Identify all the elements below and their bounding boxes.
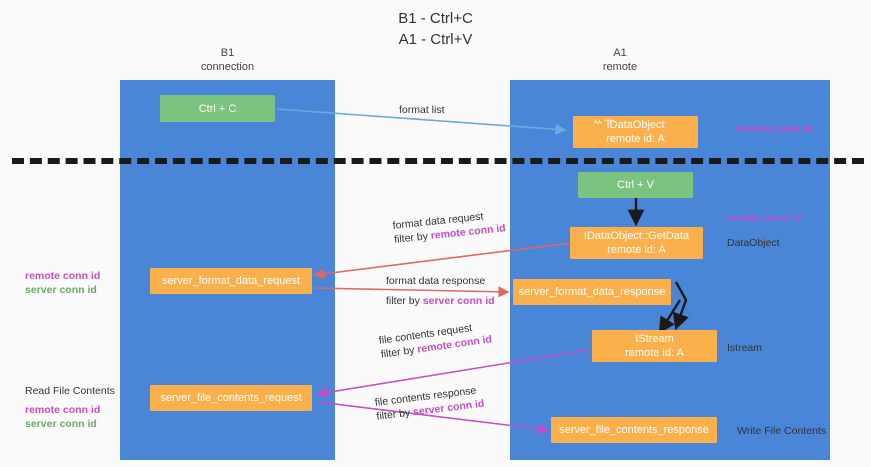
filter-prefix: filter by — [393, 230, 432, 246]
node-istream-sub: remote id: A — [625, 347, 684, 359]
edge-label-format-data-request: format data request filter by remote con… — [392, 207, 506, 247]
node-server-format-data-response[interactable]: server_format_data_response — [513, 279, 671, 305]
edge-label-file-contents-response: file contents response filter by server … — [374, 383, 485, 424]
node-server-file-contents-request[interactable]: server_file_contents_request — [150, 385, 312, 411]
lane-header-a1-sub: remote — [602, 61, 638, 73]
lane-header-b1-name: B1 — [220, 47, 235, 59]
node-ctrl-v[interactable]: Ctrl + V — [578, 172, 693, 198]
annotation-left-bottom-server-conn-id: server conn id — [25, 418, 97, 430]
title-line-1: B1 - Ctrl+C — [398, 10, 473, 27]
edge-label-file-contents-request: file contents request filter by remote c… — [378, 318, 493, 361]
filter-prefix: filter by — [386, 295, 423, 307]
node-server-file-contents-request-label: server_file_contents_request — [160, 392, 302, 404]
lane-header-b1-sub: connection — [200, 61, 255, 73]
node-server-format-data-request-label: server_format_data_request — [161, 275, 301, 287]
node-server-file-contents-response-label: server_file_contents_response — [559, 424, 709, 436]
node-idataobject[interactable]: ᄊᄀ IDataObject remote id: A — [573, 116, 698, 148]
node-ctrl-v-label: Ctrl + V — [617, 179, 654, 191]
edge-label-format-data-response: format data response filter by server co… — [386, 274, 495, 308]
lane-header-a1-name: A1 — [613, 47, 627, 59]
annotation-remote-conn-id-mid: remote conn id — [726, 212, 802, 224]
annotation-left-bottom-remote-conn-id: remote conn id — [25, 404, 101, 416]
node-idataobject-sub: remote id: A — [606, 133, 665, 145]
node-istream[interactable]: IStream remote id: A — [592, 330, 717, 362]
edge-label-format-list: format list — [399, 104, 445, 116]
lane-header-a1: A1 remote — [510, 46, 730, 74]
filter-prefix: filter by — [380, 343, 419, 361]
title-line-2: A1 - Ctrl+V — [398, 31, 473, 48]
node-idataobject-ghost: ᄊᄀ — [592, 119, 613, 131]
filter-prefix: filter by — [375, 406, 414, 423]
node-getdata-title: IDataObject::GetData — [583, 230, 690, 242]
node-server-file-contents-response[interactable]: server_file_contents_response — [551, 417, 717, 443]
annotation-write-file-contents: Write File Contents — [737, 425, 827, 437]
filter-key-server-conn-id: server conn id — [422, 295, 495, 307]
section-divider — [12, 158, 864, 164]
edge-label-format-data-response-text: format data response — [386, 275, 486, 287]
node-idataobject-getdata[interactable]: IDataObject::GetData remote id: A — [570, 227, 703, 259]
annotation-istream: Istream — [727, 342, 763, 354]
node-ctrl-c-label: Ctrl + C — [198, 102, 237, 115]
node-idataobject-title: ᄊᄀ IDataObject — [592, 118, 665, 132]
annotation-left-mid-remote-conn-id: remote conn id — [25, 270, 101, 282]
node-getdata-sub: remote id: A — [607, 244, 666, 256]
annotation-dataobject: DataObject — [727, 237, 780, 249]
page-title: B1 - Ctrl+C A1 - Ctrl+V — [0, 8, 871, 50]
node-ctrl-c[interactable]: Ctrl + C — [160, 95, 275, 122]
annotation-read-file-contents: Read File Contents — [25, 385, 115, 397]
edge-label-format-data-response-filter: filter by server conn id — [386, 294, 495, 308]
node-server-format-data-response-label: server_format_data_response — [518, 286, 666, 298]
node-idataobject-title-text: IDataObject — [606, 119, 665, 131]
node-istream-title: IStream — [635, 333, 674, 345]
annotation-remote-conn-id-top: remote conn id — [737, 123, 813, 135]
annotation-left-mid-server-conn-id: server conn id — [25, 284, 97, 296]
lane-header-b1: B1 connection — [120, 46, 335, 74]
node-server-format-data-request[interactable]: server_format_data_request — [150, 268, 312, 294]
